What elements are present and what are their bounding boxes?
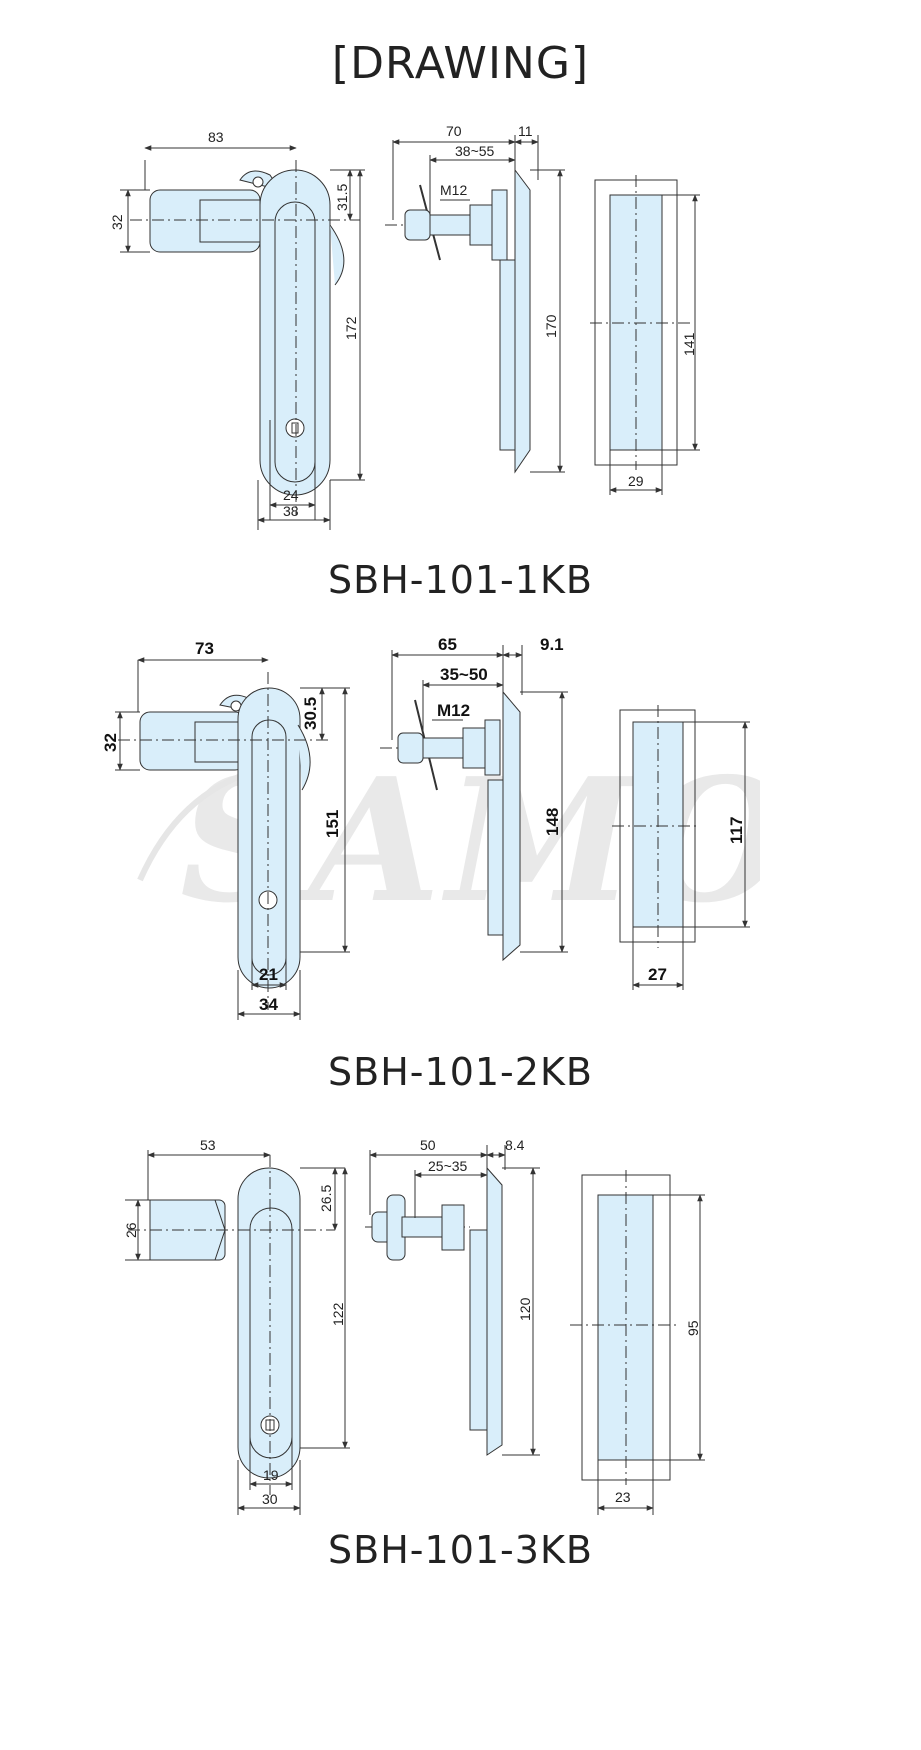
dim-27: 27: [648, 965, 667, 984]
dim-30-5: 30.5: [301, 697, 320, 730]
dim-120: 120: [517, 1297, 533, 1321]
dim-knob-32: 32: [109, 214, 125, 230]
dim-95: 95: [685, 1320, 701, 1336]
model-label-2kb: SBH-101-2KB: [328, 1050, 593, 1094]
dim-122: 122: [330, 1302, 346, 1326]
dim-11: 11: [518, 123, 533, 139]
model-label-1kb: SBH-101-1KB: [328, 558, 593, 602]
dim-38: 38: [283, 503, 299, 519]
dim-35-50: 35~50: [440, 665, 488, 684]
dim-m12: M12: [440, 182, 467, 198]
dim-knob-32: 32: [101, 733, 120, 752]
dim-19: 19: [263, 1467, 279, 1483]
dim-m12: M12: [437, 701, 470, 720]
dim-25-35: 25~35: [428, 1158, 468, 1174]
dim-117: 117: [727, 817, 746, 844]
dim-172: 172: [343, 316, 359, 340]
dim-70: 70: [446, 123, 462, 139]
dim-30: 30: [262, 1491, 278, 1507]
dim-73: 73: [195, 639, 214, 658]
dim-29: 29: [628, 473, 644, 489]
dim-24: 24: [283, 487, 299, 503]
drawing-section-3kb: 53 26 26.5 122 19 30 50 8.4 25~35 120 95…: [0, 1130, 921, 1710]
dim-38-55: 38~55: [455, 143, 495, 159]
dim-50: 50: [420, 1137, 436, 1153]
dim-26-5: 26.5: [318, 1185, 334, 1212]
drawing-2kb: 73 32 30.5 151 21 34 65 9.1 35~50 M12 14…: [101, 635, 750, 1020]
dim-31-5: 31.5: [334, 184, 350, 211]
dim-141: 141: [681, 332, 697, 356]
drawing-1kb: 83 32 31.5 172 24 38 70 11 38~55 M12 170…: [109, 123, 700, 530]
dim-65: 65: [438, 635, 457, 654]
dim-9-1: 9.1: [540, 635, 564, 654]
dim-151: 151: [323, 810, 342, 838]
dim-148: 148: [543, 808, 562, 836]
dim-knob-26: 26: [123, 1222, 139, 1238]
dim-83: 83: [208, 129, 224, 145]
drawing-section-1kb: 83 32 31.5 172 24 38 70 11 38~55 M12 170…: [0, 120, 921, 700]
dim-170: 170: [543, 314, 559, 338]
dim-23: 23: [615, 1489, 631, 1505]
page-title: [DRAWING]: [331, 38, 590, 89]
dim-53: 53: [200, 1137, 216, 1153]
dim-8-4: 8.4: [505, 1137, 525, 1153]
dim-34: 34: [259, 995, 278, 1014]
drawing-3kb: 53 26 26.5 122 19 30 50 8.4 25~35 120 95…: [123, 1137, 705, 1515]
model-label-3kb: SBH-101-3KB: [328, 1528, 593, 1572]
dim-21: 21: [259, 965, 278, 984]
drawing-section-2kb: 73 32 30.5 151 21 34 65 9.1 35~50 M12 14…: [0, 630, 921, 1210]
